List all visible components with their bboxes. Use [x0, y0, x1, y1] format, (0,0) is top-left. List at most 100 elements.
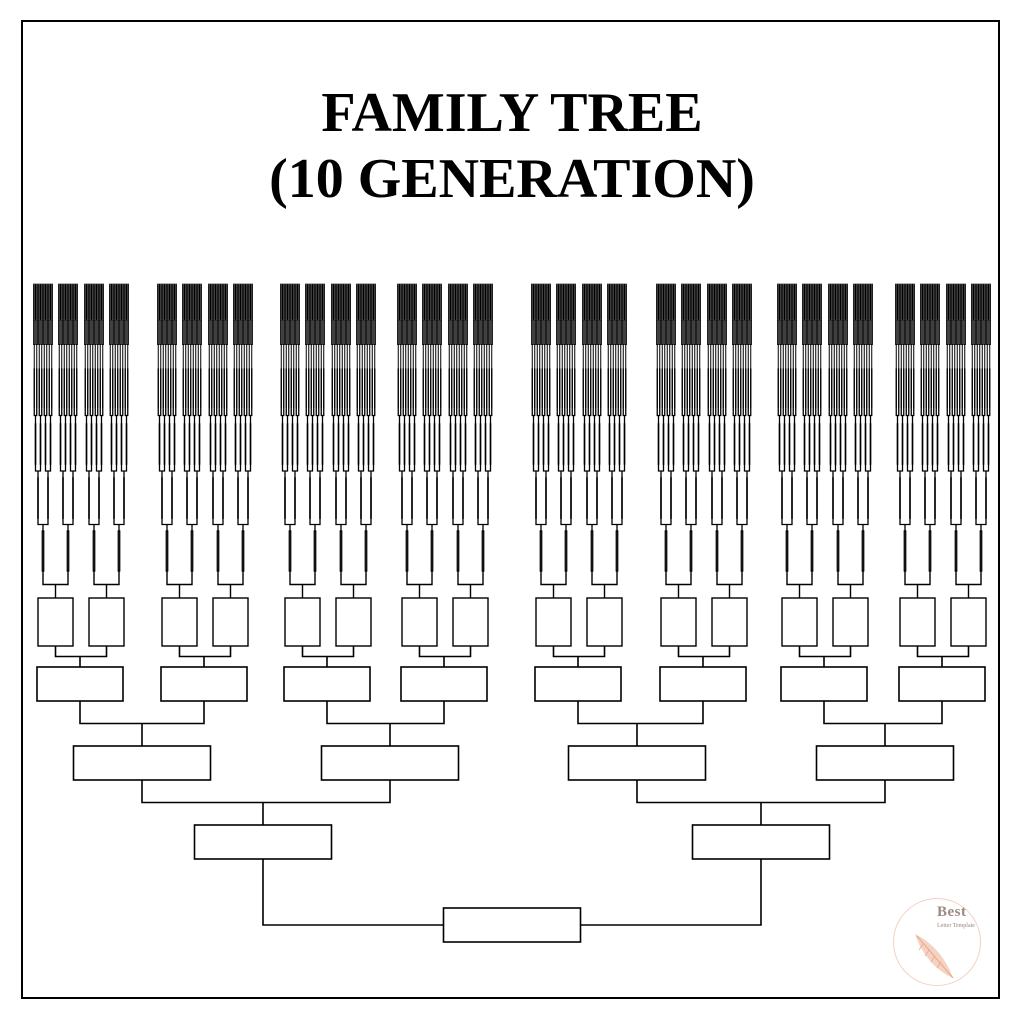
person-box-gen-10-708 [403, 283, 405, 321]
person-box-gen-10-587 [172, 283, 174, 321]
person-box-gen-10-574 [127, 283, 130, 321]
person-box-gen-10-642 [283, 283, 285, 321]
person-box-gen-10-963 [899, 283, 902, 321]
person-box-gen-10-548 [90, 283, 92, 321]
connector-line [63, 407, 68, 424]
person-box-gen-5-30 [950, 597, 987, 647]
connector-line [614, 320, 617, 369]
person-box-gen-10-807 [591, 283, 594, 321]
connector-line [563, 320, 566, 369]
person-box-gen-10-578 [160, 283, 163, 321]
connector-line [119, 320, 122, 369]
person-box-gen-10-929 [830, 283, 832, 321]
person-box-gen-10-1001 [958, 283, 960, 321]
person-box-gen-10-615 [218, 283, 220, 321]
connector-line [828, 407, 833, 424]
person-box-gen-10-1004 [962, 283, 964, 321]
connector-line [840, 320, 843, 369]
person-box-gen-10-726 [430, 283, 432, 321]
connector-line [309, 518, 321, 531]
connector-line [932, 320, 935, 369]
person-box-gen-10-559 [109, 283, 111, 321]
connector-line [835, 320, 838, 369]
connector-line [182, 407, 187, 424]
person-box-gen-10-685 [348, 283, 350, 321]
connector-line [346, 320, 349, 369]
connector-line [187, 320, 190, 369]
connector-line [779, 320, 782, 369]
person-box-gen-10-916 [808, 283, 810, 321]
connector-line [94, 407, 99, 424]
watermark-tagline: Letter Template [937, 923, 975, 929]
connector-line [223, 407, 228, 424]
person-box-gen-10-784 [557, 283, 559, 321]
connector-line [804, 320, 807, 369]
person-box-gen-10-630 [241, 283, 244, 321]
person-box-gen-10-746 [461, 283, 463, 321]
connector-line [250, 320, 253, 369]
person-box-gen-10-1019 [985, 283, 988, 321]
connector-line [587, 320, 590, 369]
connector-line [660, 518, 672, 531]
connector-line [475, 320, 478, 369]
person-box-gen-10-641 [282, 283, 284, 321]
person-box-gen-10-820 [613, 283, 615, 321]
connector-line [916, 646, 970, 667]
person-box-gen-10-978 [923, 283, 925, 321]
connector-line [737, 320, 740, 369]
connector-line [407, 407, 412, 424]
person-box-gen-10-561 [111, 283, 113, 321]
connector-line [812, 407, 817, 424]
person-box-gen-10-931 [832, 283, 835, 321]
person-box-gen-5-18 [212, 597, 249, 647]
person-box-gen-10-715 [411, 283, 414, 321]
person-box-gen-10-882 [735, 283, 737, 321]
connector-line [397, 407, 402, 424]
person-box-gen-10-781 [548, 283, 550, 321]
connector-line [448, 407, 453, 424]
person-box-gen-10-610 [211, 283, 214, 321]
person-box-gen-10-774 [539, 283, 541, 321]
person-box-gen-10-554 [97, 283, 100, 321]
person-box-gen-10-888 [743, 283, 745, 321]
connector-line [401, 518, 413, 531]
person-box-gen-10-625 [235, 283, 237, 321]
person-box-gen-10-650 [293, 283, 295, 321]
connector-line [743, 464, 751, 478]
person-box-gen-10-660 [311, 283, 313, 321]
person-box-gen-10-918 [810, 283, 812, 321]
connector-line [178, 646, 232, 667]
person-box-gen-10-629 [240, 283, 242, 321]
connector-line [301, 646, 355, 667]
person-box-gen-10-737 [450, 283, 452, 321]
person-box-gen-10-759 [482, 283, 485, 321]
connector-line [828, 320, 831, 369]
person-box-gen-10-626 [236, 283, 239, 321]
connector-line [742, 407, 747, 424]
connector-line [895, 407, 900, 424]
person-box-gen-10-825 [619, 283, 621, 321]
person-box-gen-10-958 [871, 283, 873, 321]
person-box-gen-10-572 [125, 283, 127, 321]
connector-line [366, 320, 369, 369]
connector-line [89, 407, 94, 424]
connector-line [449, 464, 457, 478]
connector-line [988, 320, 991, 369]
person-box-gen-5-16 [88, 597, 125, 647]
connector-line [900, 320, 903, 369]
person-box-gen-10-901 [784, 283, 786, 321]
person-box-gen-10-766 [491, 283, 493, 321]
person-box-gen-10-814 [600, 283, 602, 321]
connector-line [285, 407, 290, 424]
person-box-gen-10-707 [401, 283, 404, 321]
person-box-gen-10-723 [426, 283, 429, 321]
connector-line [45, 320, 48, 369]
connector-line [712, 407, 717, 424]
person-box-gen-10-750 [466, 283, 468, 321]
person-box-gen-10-643 [284, 283, 287, 321]
person-box-gen-10-530 [61, 283, 63, 321]
person-box-gen-10-837 [663, 283, 665, 321]
person-box-gen-10-716 [413, 283, 415, 321]
connector-line [474, 464, 482, 478]
connector-line [582, 320, 585, 369]
